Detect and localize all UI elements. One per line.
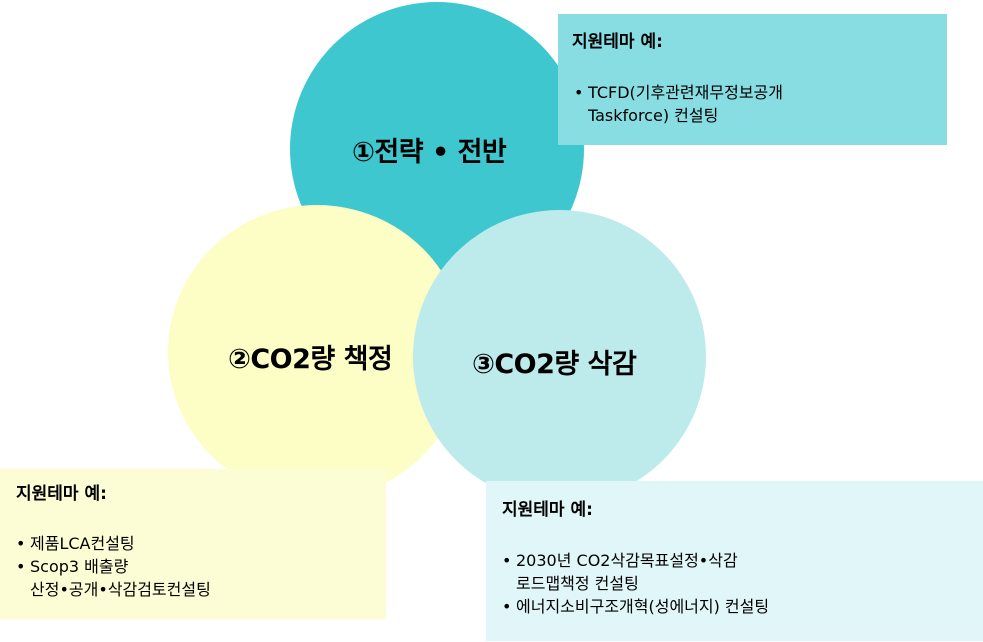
list-item-line: 제품LCA컨설팅 xyxy=(30,534,135,553)
list-item: 제품LCA컨설팅 xyxy=(16,532,211,555)
support-theme-box-co2-reduction: 지원테마 예: 2030년 CO2삭감목표설정•삭감 로드맵책정 컨설팅 에너지… xyxy=(486,481,983,641)
list-item: 에너지소비구조개혁(성에너지) 컨설팅 xyxy=(502,595,769,618)
list-item-line: Scop3 배출량 xyxy=(30,557,129,576)
support-theme-list: TCFD(기후관련재무정보공개 Taskforce) 컨설팅 xyxy=(574,81,783,127)
list-item-line: 산정•공개•삭감검토컨설팅 xyxy=(30,580,211,599)
box-title: 지원테마 예: xyxy=(572,32,663,52)
circle-co2-reduction xyxy=(413,210,706,503)
box-title: 지원테마 예: xyxy=(16,484,107,504)
support-theme-box-strategy: 지원테마 예: TCFD(기후관련재무정보공개 Taskforce) 컨설팅 xyxy=(558,14,947,145)
support-theme-box-co2-calculation: 지원테마 예: 제품LCA컨설팅 Scop3 배출량 산정•공개•삭감검토컨설팅 xyxy=(0,469,386,619)
list-item-line: 에너지소비구조개혁(성에너지) 컨설팅 xyxy=(516,597,770,616)
support-theme-list: 제품LCA컨설팅 Scop3 배출량 산정•공개•삭감검토컨설팅 xyxy=(16,532,211,601)
list-item-line: Taskforce) 컨설팅 xyxy=(588,106,719,125)
list-item-line: 로드맵책정 컨설팅 xyxy=(516,574,639,593)
circle-label-strategy: ①전략 • 전반 xyxy=(352,137,507,168)
list-item: Scop3 배출량 산정•공개•삭감검토컨설팅 xyxy=(16,555,211,601)
circle-label-co2-calculation: ②CO2량 책정 xyxy=(228,344,393,375)
list-item: TCFD(기후관련재무정보공개 Taskforce) 컨설팅 xyxy=(574,81,783,127)
list-item-line: TCFD(기후관련재무정보공개 xyxy=(588,83,783,102)
box-title: 지원테마 예: xyxy=(502,500,593,520)
support-theme-list: 2030년 CO2삭감목표설정•삭감 로드맵책정 컨설팅 에너지소비구조개혁(성… xyxy=(502,549,769,618)
list-item: 2030년 CO2삭감목표설정•삭감 로드맵책정 컨설팅 xyxy=(502,549,769,595)
circle-label-co2-reduction: ③CO2량 삭감 xyxy=(472,349,637,380)
list-item-line: 2030년 CO2삭감목표설정•삭감 xyxy=(516,551,738,570)
